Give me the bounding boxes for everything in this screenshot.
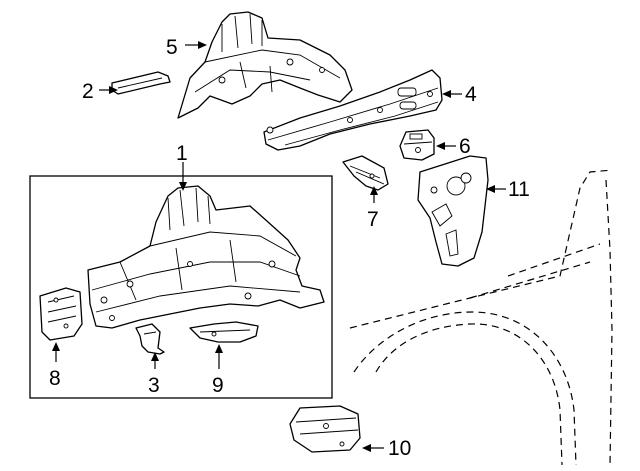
callout-11: 11	[508, 178, 530, 201]
callout-6: 6	[459, 135, 471, 158]
part-3-bracket[interactable]	[135, 323, 165, 355]
callout-10: 10	[388, 437, 411, 460]
callout-2: 2	[82, 80, 94, 103]
callout-9: 9	[212, 374, 224, 397]
part-6-bracket[interactable]	[399, 129, 435, 161]
fender-outline	[349, 169, 613, 466]
part-11-wheelhouse-panel[interactable]	[417, 155, 489, 267]
callout-3: 3	[148, 374, 160, 397]
part-5-strut-tower[interactable]	[177, 11, 353, 119]
callout-8: 8	[49, 367, 61, 390]
part-4-frame-rail[interactable]	[263, 69, 443, 151]
part-9-plate[interactable]	[189, 321, 259, 343]
part-10-bracket[interactable]	[289, 405, 361, 453]
callout-1: 1	[176, 142, 188, 165]
callout-7: 7	[367, 208, 379, 231]
callout-4: 4	[465, 83, 477, 106]
part-2-reinforcement[interactable]	[111, 71, 171, 95]
leader-lines	[52, 41, 506, 452]
callout-labels: 5 2 4 6 1 11 7 8 3 9 10	[49, 36, 530, 460]
callout-5: 5	[166, 36, 178, 59]
assembly-box	[29, 175, 333, 399]
part-7-bracket[interactable]	[342, 155, 389, 191]
part-1-assembly[interactable]	[87, 185, 325, 329]
part-8-bracket[interactable]	[39, 287, 83, 341]
